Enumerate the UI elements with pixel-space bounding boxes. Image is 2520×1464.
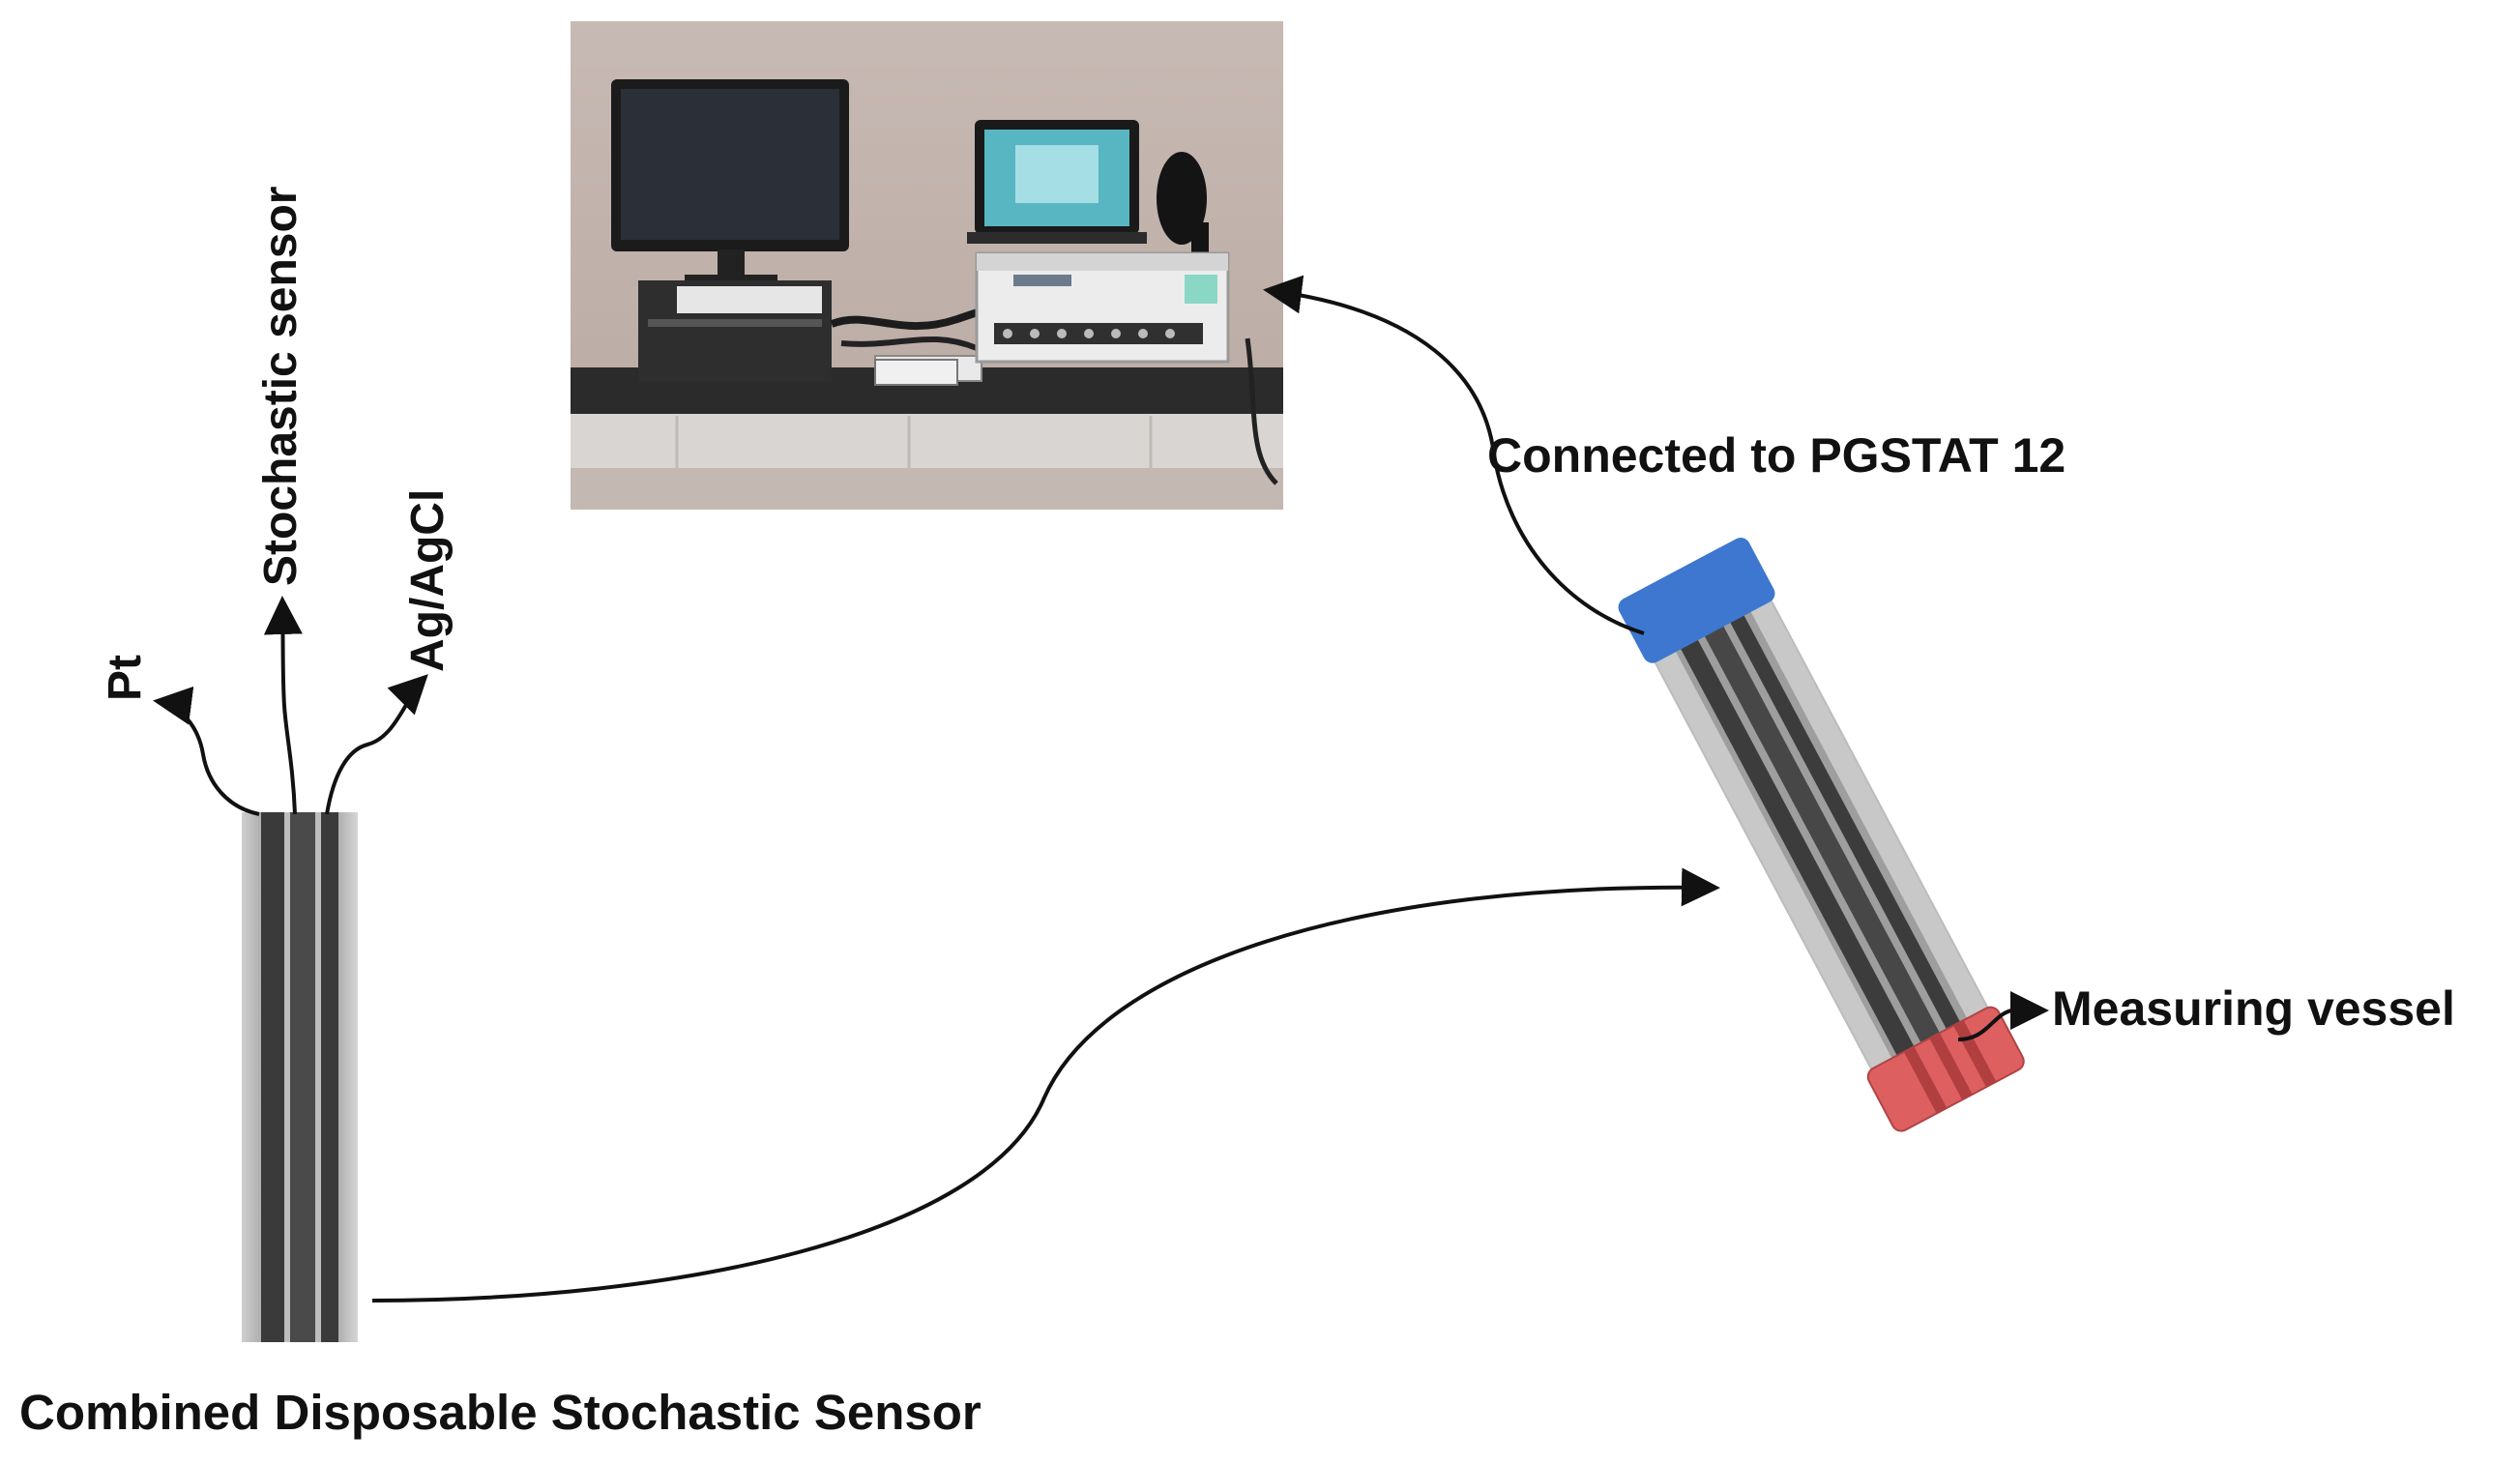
- desktop-computer-icon: [638, 280, 832, 382]
- ag-agcl-label: Ag/AgCl: [402, 489, 454, 672]
- agagcl-lead-arrow: [325, 674, 428, 815]
- measuring-vessel-label: Measuring vessel: [2052, 981, 2455, 1036]
- potentiostat-device-icon: [975, 251, 1230, 364]
- pgstat-connection-arrow: [1263, 275, 1645, 635]
- pt-lead-arrow: [153, 686, 260, 816]
- monitor-icon: [611, 79, 849, 288]
- pt-label: Pt: [100, 655, 151, 701]
- headphones-icon: [1157, 152, 1209, 261]
- disposable-sensor-icon: [242, 812, 358, 1342]
- connected-pgstat-label: Connected to PGSTAT 12: [1487, 428, 2066, 483]
- stochastic-lead-arrow: [263, 596, 303, 815]
- measuring-vessel-pointer-arrow: [1957, 991, 2049, 1041]
- combined-sensor-caption: Combined Disposable Stochastic Sensor: [19, 1385, 982, 1440]
- measuring-vessel-icon: [1618, 538, 2025, 1132]
- stochastic-sensor-label: Stochastic sensor: [255, 187, 307, 586]
- lab-workstation-photo: [571, 21, 1283, 510]
- laptop-icon: [967, 120, 1147, 244]
- sensor-to-vessel-arrow: [371, 867, 1720, 1303]
